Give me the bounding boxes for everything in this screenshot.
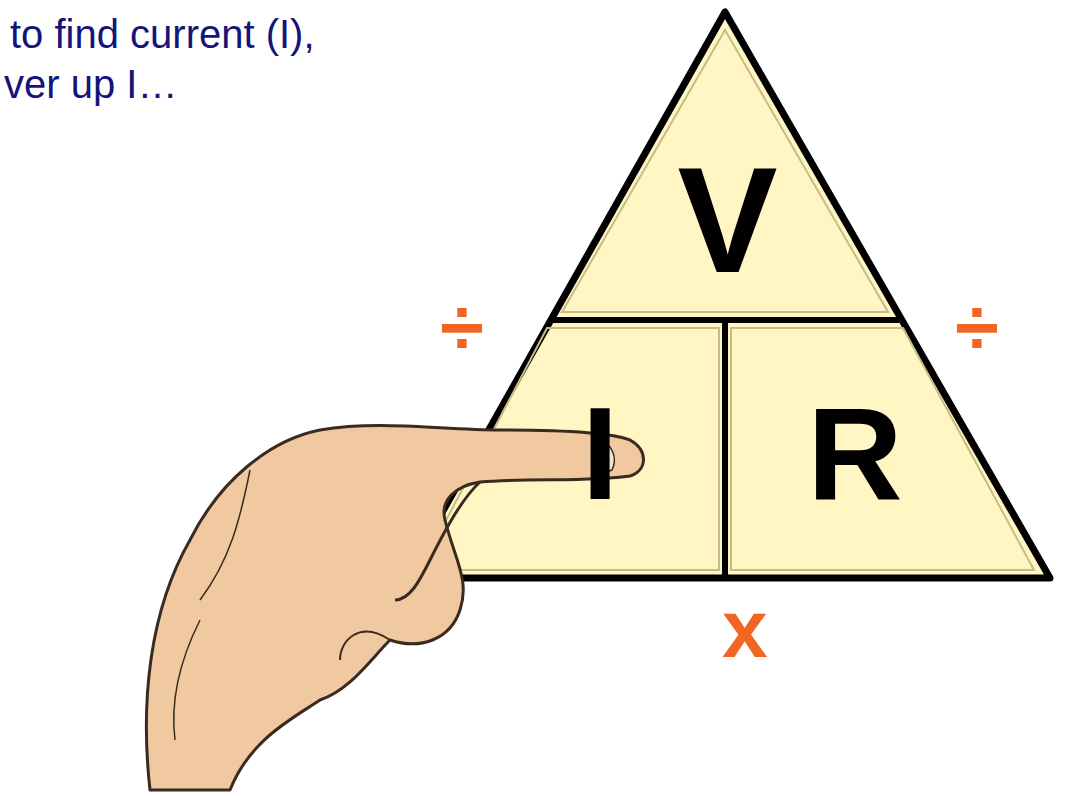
operator-symbol: x [722, 588, 768, 670]
quantity-letter: V [677, 145, 777, 295]
triangle-section: R [735, 340, 975, 568]
operator-symbol: ÷ [955, 288, 999, 368]
quantity-letter: I [582, 388, 619, 520]
instruction-text: to find current (I), [10, 14, 315, 54]
operator-symbol: ÷ [440, 288, 484, 368]
divider-line [722, 320, 728, 578]
triangle-section: I [480, 340, 720, 568]
triangle-section: V [620, 130, 835, 310]
inner-outline [562, 30, 888, 312]
quantity-letter: R [807, 388, 902, 520]
instruction-text: ver up I… [4, 64, 177, 104]
pointing-hand [146, 426, 643, 790]
triangle-outline [405, 12, 1050, 578]
